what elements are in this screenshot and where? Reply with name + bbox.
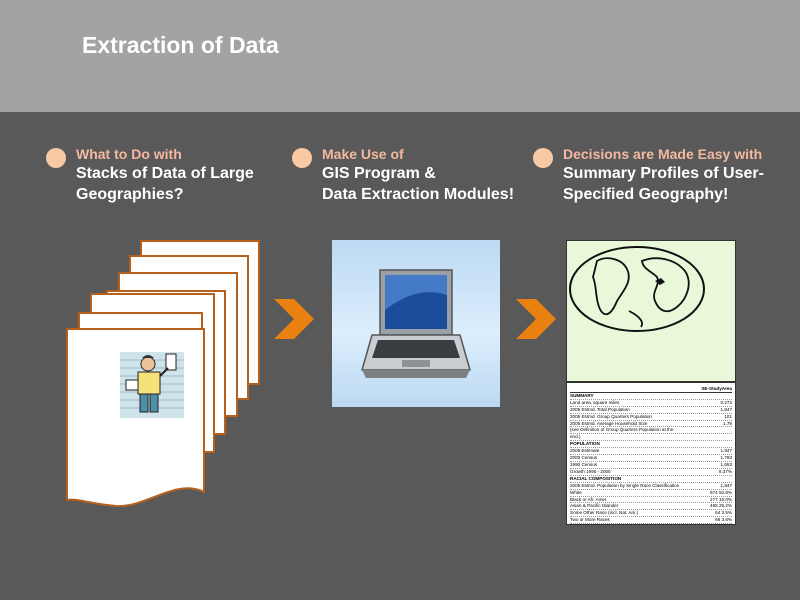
report-row-label: Black or Afr. Amer. — [570, 496, 608, 502]
report-row-value: 1.79 — [723, 420, 732, 426]
column-body-line1: Summary Profiles of User- — [563, 165, 764, 182]
report-row-label: Some Other Race (incl. Nat. Am.) — [570, 510, 639, 516]
column-body-line2: Geographies? — [76, 186, 184, 203]
report-row: end.) — [570, 434, 732, 442]
bullet-icon — [533, 148, 553, 168]
report-row: 2005 Estimate 1,847 — [570, 448, 733, 456]
report-row-label: SUMMARY — [570, 392, 594, 398]
header-band — [0, 0, 800, 112]
column-stacks: What to Do with Stacks of Data of Large … — [76, 145, 254, 205]
report-row: SUMMARY — [570, 393, 732, 400]
report-row: 1990 Census 1,653 — [570, 462, 732, 469]
front-page-icon — [66, 328, 205, 508]
report-row-value: 101 — [724, 413, 732, 419]
report-row-label: POPULATION — [570, 441, 600, 447]
report-row-value: 1,847 — [720, 406, 733, 412]
report-row-value: 974 52.8% — [710, 489, 732, 495]
globe-map-icon — [569, 246, 705, 332]
column-body-line2: Specified Geography! — [563, 186, 729, 203]
report-row-value: 1,847 — [720, 448, 733, 454]
bullet-icon — [292, 148, 312, 168]
report-row: 2005 Estmd. Population by Single Race Cl… — [570, 483, 732, 490]
report-row-label: (see Definition of Group Quarters Popula… — [570, 427, 674, 433]
report-row: Asian & Pacific Islander 465 25.2% — [570, 503, 732, 511]
report-row: 2000 Census 1,793 — [570, 455, 732, 462]
report-row-label: 2005 Estmd. Population by Single Race Cl… — [570, 482, 680, 488]
report-row-label: 2005 Estmd. Average Household Size — [570, 420, 648, 426]
report-row-value — [730, 393, 732, 399]
report-row-value: 277 15.0% — [710, 496, 732, 502]
report-row: Growth 1990 - 2000 8.37% — [570, 469, 732, 476]
report-row: RACIAL COMPOSITION — [570, 476, 732, 483]
next-arrow-icon — [516, 299, 556, 339]
report-row-value: 1,653 — [720, 461, 733, 467]
report-row: Land area, square miles 0.272 — [570, 400, 732, 407]
report-row: (see Definition of Group Quarters Popula… — [570, 427, 732, 435]
column-lead: Make Use of — [322, 146, 404, 162]
report-row-label: Land area, square miles — [570, 399, 620, 405]
report-row-value: 0.272 — [720, 399, 733, 405]
bullet-icon — [46, 148, 66, 168]
report-row: Black or Afr. Amer. 277 15.0% — [570, 497, 732, 504]
report-row: 2005 Estmd. Total Population 1,847 — [570, 407, 732, 414]
report-row-label: Asian & Pacific Islander — [570, 503, 619, 509]
report-row: POPULATION — [570, 441, 732, 449]
laptop-icon — [361, 269, 471, 378]
report-row-label: 1990 Census — [570, 461, 598, 467]
report-row-label: 2005 Estimate — [570, 448, 600, 454]
column-gis: Make Use of GIS Program & Data Extractio… — [322, 145, 514, 205]
report-row-value: 64 3.5% — [715, 510, 732, 516]
column-body-line1: GIS Program & — [322, 165, 436, 182]
report-row-label: Growth 1990 - 2000 — [570, 468, 611, 474]
next-arrow-icon — [274, 299, 314, 339]
report-row-label: RACIAL COMPOSITION — [570, 475, 622, 481]
report-row-value — [730, 434, 732, 440]
laptop-photo — [332, 240, 500, 407]
column-body-line1: Stacks of Data of Large — [76, 165, 254, 182]
report-row-value: 8.37% — [718, 468, 732, 474]
column-body-line2: Data Extraction Modules! — [322, 186, 515, 203]
report-row-value — [730, 441, 732, 447]
report-row-label: 2000 Census — [570, 455, 598, 461]
report-row: 2005 Estmd. Group Quarters Population 101 — [570, 414, 732, 421]
report-row-label: Two or More Races — [570, 517, 610, 523]
report-row-value: 66 3.6% — [715, 517, 732, 523]
map-card — [566, 240, 736, 382]
report-row-value — [730, 476, 732, 482]
report-row: 2005 Estmd. Average Household Size 1.79 — [570, 421, 732, 428]
report-row: Some Other Race (incl. Nat. Am.) 64 3.5% — [570, 510, 732, 518]
report-row-label: White — [570, 489, 582, 495]
report-row-label: end.) — [570, 434, 581, 440]
report-row-value: 1,793 — [720, 455, 733, 461]
report-row: White 974 52.8% — [570, 490, 732, 497]
slide-title: Extraction of Data — [82, 32, 279, 58]
report-area-label: SE-StudyArea — [570, 386, 732, 393]
report-row-label: 2005 Estmd. Total Population — [570, 406, 630, 412]
report-row: Two or More Races 66 3.6% — [570, 517, 732, 524]
report-row-value: 465 25.2% — [710, 503, 732, 509]
column-lead: Decisions are Made Easy with — [563, 146, 763, 162]
report-row-value: 1,847 — [720, 482, 733, 488]
column-decisions: Decisions are Made Easy with Summary Pro… — [563, 145, 764, 205]
report-row-label: 2005 Estmd. Group Quarters Population — [570, 413, 652, 419]
report-row-value — [730, 427, 732, 433]
column-lead: What to Do with — [76, 146, 182, 162]
